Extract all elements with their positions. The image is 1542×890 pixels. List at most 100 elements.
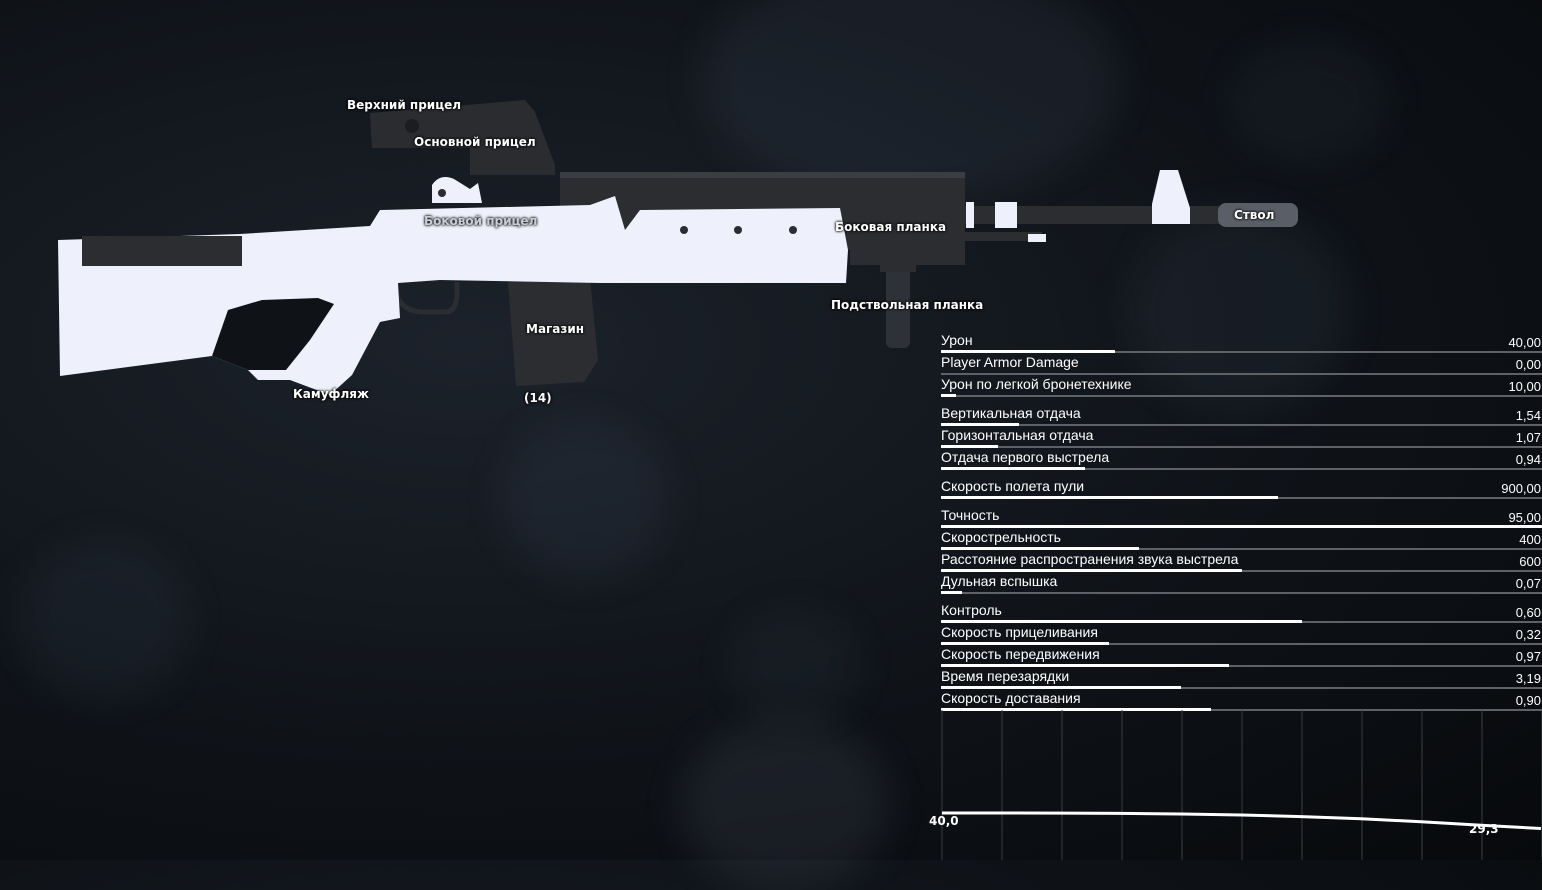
stat-value: 0,07 [1515, 576, 1541, 591]
graph-start-label: 40,0 [929, 814, 959, 828]
stat-value: 900,00 [1501, 481, 1541, 496]
stat-value: 95,00 [1508, 510, 1541, 525]
stat-row: Расстояние распространения звука выстрел… [941, 550, 1542, 572]
stat-value: 0,32 [1515, 627, 1541, 642]
stat-row: Контроль 0,60 [941, 601, 1542, 623]
stat-row: Скорость доставания 0,90 [941, 689, 1542, 711]
stat-value: 0,60 [1515, 605, 1541, 620]
gas-tube [962, 232, 1042, 241]
stat-bar-fill [941, 350, 1116, 353]
rear-sight [432, 177, 482, 203]
stat-bar-fill [941, 708, 1212, 711]
stat-group-gap [941, 499, 1542, 506]
stat-bar-track [941, 395, 1542, 397]
stat-group-gap [941, 470, 1542, 477]
stat-name: Время перезарядки [941, 668, 1070, 684]
stat-value: 0,00 [1515, 357, 1541, 372]
damage-falloff-graph: 40,0 29,3 [929, 710, 1542, 860]
attachment-label-camo[interactable]: Камуфляж [293, 387, 369, 401]
stat-bar-fill [941, 569, 1242, 572]
stat-bar-track [941, 548, 1542, 550]
stat-value: 1,54 [1515, 408, 1541, 423]
side-rail-screw [789, 226, 797, 234]
stat-value: 0,97 [1515, 649, 1541, 664]
stat-name: Скорость передвижения [941, 646, 1100, 662]
magazine-count: (14) [524, 391, 552, 405]
stat-bar-fill [941, 620, 1302, 623]
stat-bar-track [941, 592, 1542, 594]
stat-bar-fill [941, 547, 1140, 550]
stat-bar-fill [941, 664, 1230, 667]
stat-bar-track [941, 446, 1542, 448]
rear-sight-hole [438, 189, 446, 197]
attachment-label-barrel[interactable]: Ствол [1234, 208, 1275, 222]
attachment-label-side-rail[interactable]: Боковая планка [835, 220, 947, 234]
side-rail-screw [680, 226, 688, 234]
upper-rail-teeth [560, 172, 965, 178]
stat-name: Контроль [941, 602, 1002, 618]
stat-value: 10,00 [1508, 379, 1541, 394]
stat-name: Скорость прицеливания [941, 624, 1098, 640]
attachment-label-under-rail[interactable]: Подствольная планка [831, 298, 984, 312]
stat-name: Дульная вспышка [941, 573, 1058, 589]
stat-bar-fill [941, 423, 1020, 426]
under-rail [880, 262, 916, 272]
stat-row: Время перезарядки 3,19 [941, 667, 1542, 689]
top-sight-lens [405, 119, 419, 133]
barrel-band [966, 202, 974, 228]
stat-bar-track [941, 468, 1542, 470]
barrel-band [995, 202, 1017, 228]
stat-value: 3,19 [1515, 671, 1541, 686]
stat-value: 40,00 [1508, 335, 1541, 350]
stat-bar-fill [941, 467, 1086, 470]
stat-row: Player Armor Damage 0,00 [941, 353, 1542, 375]
under-grip [886, 268, 910, 348]
stat-bar-track [941, 373, 1542, 375]
stat-name: Расстояние распространения звука выстрел… [941, 551, 1239, 567]
attachment-label-magazine[interactable]: Магазин [526, 322, 585, 336]
attachment-label-main-sight[interactable]: Основной прицел [414, 135, 536, 149]
stat-bar-fill [941, 525, 1542, 528]
stat-bar-fill [941, 591, 963, 594]
stat-row: Скорострельность 400 [941, 528, 1542, 550]
stat-group-gap [941, 397, 1542, 404]
stat-row: Точность 95,00 [941, 506, 1542, 528]
stat-bar-fill [941, 642, 1110, 645]
damage-falloff-chart [941, 710, 1542, 860]
stat-name: Урон [941, 332, 973, 348]
stat-bar-track [941, 351, 1542, 353]
stat-value: 400 [1519, 532, 1541, 547]
stat-value: 0,94 [1515, 452, 1541, 467]
stat-row: Скорость прицеливания 0,32 [941, 623, 1542, 645]
muzzle-brake [1218, 203, 1298, 227]
stat-group-gap [941, 594, 1542, 601]
weapon-model [58, 100, 1298, 395]
stat-name: Горизонтальная отдача [941, 427, 1094, 443]
stat-name: Скорострельность [941, 529, 1061, 545]
stat-row: Дульная вспышка 0,07 [941, 572, 1542, 594]
stat-bar-track [941, 643, 1542, 645]
trigger-guard [392, 281, 460, 315]
stat-bar-track [941, 570, 1542, 572]
stat-row: Урон 40,00 [941, 331, 1542, 353]
stat-name: Точность [941, 507, 1000, 523]
front-sight [1152, 170, 1190, 224]
stat-bar-track [941, 665, 1542, 667]
attachment-label-side-sight[interactable]: Боковой прицел [424, 214, 538, 228]
graph-end-label: 29,3 [1469, 822, 1499, 836]
attachment-label-top-sight[interactable]: Верхний прицел [347, 98, 462, 112]
stat-bar-track [941, 424, 1542, 426]
stat-name: Player Armor Damage [941, 354, 1079, 370]
cheek-rest [82, 236, 242, 266]
stat-bar-track [941, 687, 1542, 689]
stat-value: 0,90 [1515, 693, 1541, 708]
stat-bar-fill [941, 686, 1182, 689]
damage-falloff-line [942, 811, 1542, 830]
stat-name: Скорость доставания [941, 690, 1081, 706]
stat-bar-fill [941, 394, 957, 397]
stat-name: Урон по легкой бронетехнике [941, 376, 1132, 392]
